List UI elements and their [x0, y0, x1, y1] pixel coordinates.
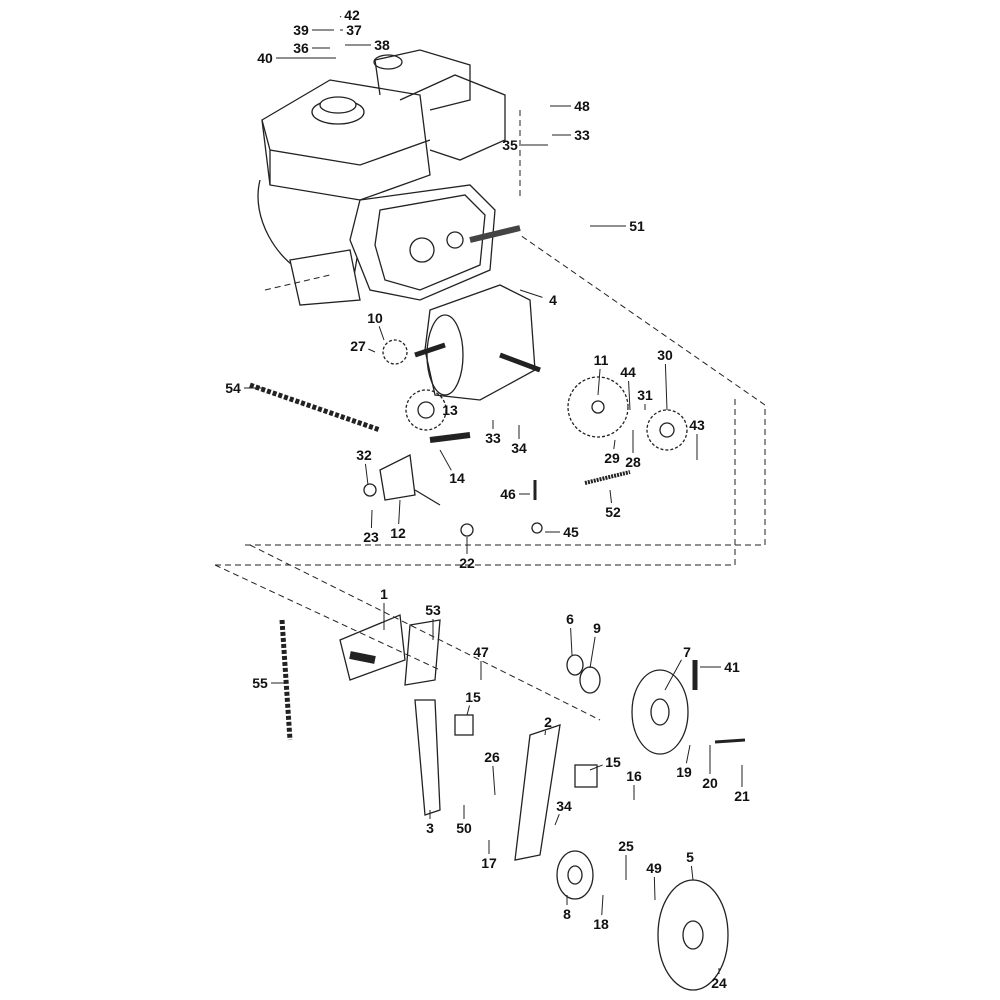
part-callout-45: 45: [563, 524, 579, 540]
part-callout-30: 30: [657, 347, 673, 363]
part-callout-42: 42: [344, 7, 360, 23]
leader-line: [544, 730, 547, 736]
part-callout-34: 34: [556, 798, 572, 814]
part-callout-8: 8: [563, 906, 571, 922]
leader-line: [570, 627, 573, 656]
part-callout-39: 39: [293, 22, 309, 38]
part-callout-15: 15: [605, 754, 621, 770]
part-callout-2: 2: [544, 714, 552, 730]
leader-line: [609, 489, 613, 504]
chains: [249, 382, 381, 741]
part-callout-5: 5: [686, 849, 694, 865]
part-callout-18: 18: [593, 916, 609, 932]
part-callout-7: 7: [683, 644, 691, 660]
part-callout-12: 12: [390, 525, 406, 541]
leader-line: [466, 705, 471, 716]
leader-line: [613, 439, 616, 450]
leader-line: [492, 765, 496, 796]
part-callout-43: 43: [689, 417, 705, 433]
part-callout-49: 49: [646, 860, 662, 876]
leader-line: [339, 16, 342, 18]
part-callout-38: 38: [374, 37, 390, 53]
engine: [257, 49, 521, 306]
part-callout-31: 31: [637, 387, 653, 403]
bracket-assembly: [339, 614, 598, 861]
part-callout-24: 24: [711, 975, 727, 991]
part-callout-51: 51: [629, 218, 645, 234]
part-callout-4: 4: [549, 292, 557, 308]
part-callout-44: 44: [620, 364, 636, 380]
leader-line: [597, 368, 601, 396]
part-callout-35: 35: [502, 137, 518, 153]
part-callout-6: 6: [566, 611, 574, 627]
part-callout-22: 22: [459, 555, 475, 571]
part-callout-16: 16: [626, 768, 642, 784]
leader-line: [664, 659, 682, 691]
leader-line: [364, 463, 369, 486]
part-callout-33: 33: [574, 127, 590, 143]
part-callout-17: 17: [481, 855, 497, 871]
part-callout-46: 46: [500, 486, 516, 502]
pulleys: [556, 654, 746, 991]
leader-line: [554, 813, 560, 826]
part-callout-11: 11: [593, 352, 609, 368]
leader-line: [653, 876, 656, 901]
part-callout-3: 3: [426, 820, 434, 836]
part-callout-53: 53: [425, 602, 441, 618]
sprockets: [382, 339, 688, 451]
leader-line: [589, 764, 603, 771]
leader-line: [685, 744, 691, 764]
gearbox-housing: [414, 284, 541, 401]
leader-line: [398, 499, 401, 525]
part-callout-25: 25: [618, 838, 634, 854]
leader-line: [628, 380, 631, 411]
part-callout-50: 50: [456, 820, 472, 836]
part-callout-26: 26: [484, 749, 500, 765]
part-callout-20: 20: [702, 775, 718, 791]
part-callout-48: 48: [574, 98, 590, 114]
leader-line: [690, 865, 694, 881]
part-callout-52: 52: [605, 504, 621, 520]
part-callout-9: 9: [593, 620, 601, 636]
leader-line: [368, 348, 376, 353]
dashed-guide-lines: [214, 110, 766, 721]
leader-line: [589, 636, 596, 669]
part-callout-10: 10: [367, 310, 383, 326]
part-callout-47: 47: [473, 644, 489, 660]
leader-line: [664, 363, 668, 411]
part-callout-55: 55: [252, 675, 268, 691]
part-callout-34: 34: [511, 440, 527, 456]
part-callout-32: 32: [356, 447, 372, 463]
leader-line: [370, 509, 373, 529]
part-callout-15: 15: [465, 689, 481, 705]
leader-lines: [244, 16, 743, 974]
part-callout-54: 54: [225, 380, 241, 396]
part-callout-28: 28: [625, 454, 641, 470]
part-callout-41: 41: [724, 659, 740, 675]
part-callout-27: 27: [350, 338, 366, 354]
leader-line: [519, 289, 543, 298]
part-callout-29: 29: [604, 450, 620, 466]
part-callout-37: 37: [346, 22, 362, 38]
part-callout-23: 23: [363, 529, 379, 545]
tensioner-parts: [363, 432, 631, 537]
part-callout-14: 14: [449, 470, 465, 486]
part-callout-36: 36: [293, 40, 309, 56]
leader-line: [378, 326, 385, 341]
part-callout-21: 21: [734, 788, 750, 804]
part-callout-33: 33: [485, 430, 501, 446]
part-callout-13: 13: [442, 402, 458, 418]
leader-line: [439, 449, 452, 471]
leader-line: [601, 894, 604, 916]
part-callout-1: 1: [380, 586, 388, 602]
part-callout-40: 40: [257, 50, 273, 66]
part-callout-19: 19: [676, 764, 692, 780]
